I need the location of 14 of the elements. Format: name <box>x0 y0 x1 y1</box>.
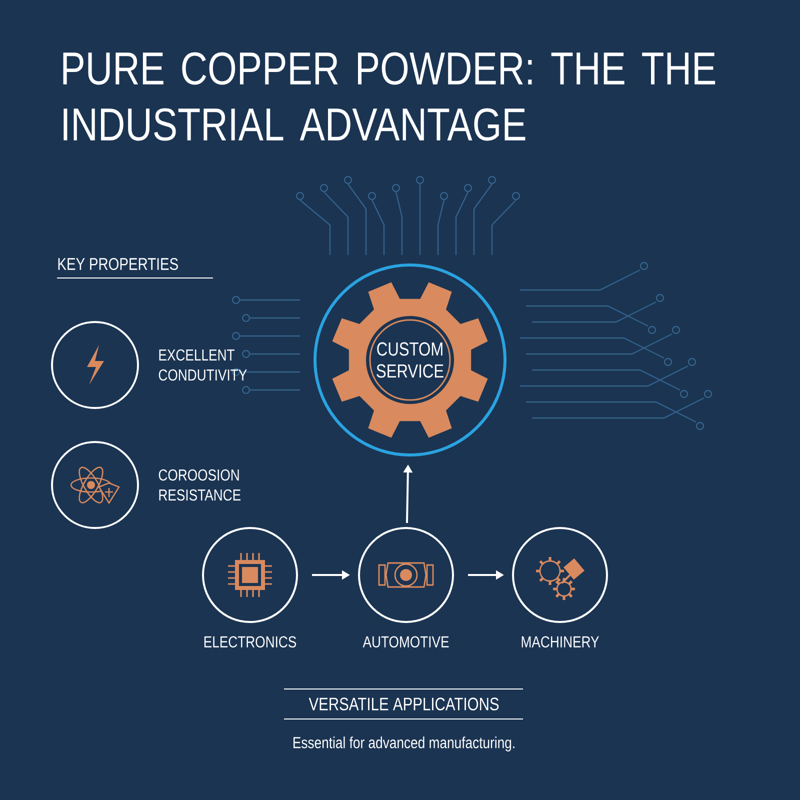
application-label: MACHINERY <box>522 636 599 648</box>
section-heading: VERSATILE APPLICATIONS <box>308 698 499 710</box>
section-heading: KEY PROPERTIES <box>58 258 178 270</box>
icon-circle <box>51 441 139 529</box>
icon-circle <box>202 527 298 623</box>
icon-circle <box>51 321 139 409</box>
title: PURE COPPER POWDER: THE THE INDUSTRIAL ADVANTAGE <box>63 52 716 141</box>
tagline: Essential for advanced manufacturing. <box>294 736 514 752</box>
icon-circle <box>512 527 608 623</box>
application-label: ELECTRONICS <box>204 636 296 648</box>
icon-circle <box>358 527 454 623</box>
application-label: AUTOMOTIVE <box>362 636 449 648</box>
property-label: COROOSION RESISTANCE <box>158 469 240 501</box>
property-label: EXCELLENT CONDUTIVITY <box>158 349 247 381</box>
